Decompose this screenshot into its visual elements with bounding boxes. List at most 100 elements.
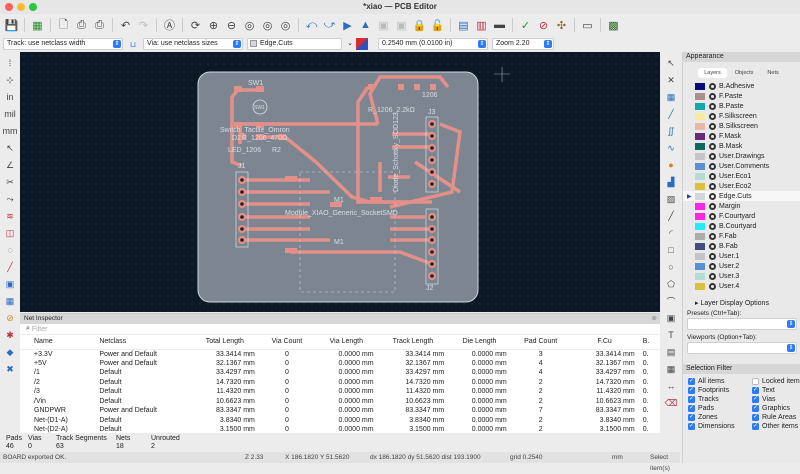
lock-icon[interactable]: 🔒	[412, 19, 427, 32]
track-outline-icon[interactable]: ╱	[7, 261, 13, 272]
layer-color-swatch[interactable]	[695, 192, 705, 200]
close-window-button[interactable]	[5, 3, 13, 11]
close-icon[interactable]: ⊗	[651, 315, 657, 322]
layer-color-swatch[interactable]	[695, 202, 705, 210]
polar-coords-icon[interactable]: ⊹	[6, 74, 14, 85]
eye-icon[interactable]	[709, 82, 716, 90]
add-image-icon[interactable]: ▣	[666, 312, 676, 323]
filter-checkbox[interactable]: ✓Graphics	[752, 404, 800, 413]
ungroup-icon[interactable]: ▣	[396, 19, 407, 32]
tab-nets[interactable]: Nets	[767, 70, 779, 76]
route-diff-pair-icon[interactable]: ∬	[667, 125, 675, 136]
column-header[interactable]: Pad Count	[510, 335, 571, 350]
layer-color-swatch[interactable]	[695, 222, 705, 230]
track-width-select[interactable]: Track: use netclass width⇕	[3, 38, 123, 50]
rotate-ccw-icon[interactable]: ⤺	[305, 18, 318, 31]
layer-row[interactable]: F.Paste	[683, 91, 800, 101]
zoom-in-icon[interactable]: ⊕	[208, 19, 219, 32]
footprint-library-icon[interactable]: ▥	[476, 19, 487, 32]
layer-color-swatch[interactable]	[695, 142, 705, 150]
print-icon[interactable]: ⎙	[77, 18, 86, 31]
filter-checkbox[interactable]: ✓Zones	[688, 413, 752, 422]
ratsnest-icon[interactable]: ✂	[6, 176, 14, 187]
layer-color-swatch[interactable]	[695, 212, 705, 220]
find-icon[interactable]: Ⓐ	[164, 20, 175, 32]
layer-color-swatch[interactable]	[695, 272, 705, 280]
layer-row[interactable]: Margin	[683, 201, 800, 211]
rotate-cw-icon[interactable]: ⤻	[323, 18, 336, 31]
filter-checkbox[interactable]: ✓Rule Areas	[752, 413, 800, 422]
grid-toggle-icon[interactable]: ⁞	[8, 58, 12, 68]
layer-row[interactable]: B.Paste	[683, 101, 800, 111]
eye-icon[interactable]	[709, 272, 716, 280]
layer-row[interactable]: User.Eco2	[683, 181, 800, 191]
add-table-icon[interactable]: ▦	[666, 363, 676, 374]
layer-color-swatch[interactable]	[695, 152, 705, 160]
checkbox-icon[interactable]: ✓	[688, 414, 695, 421]
filter-checkbox[interactable]: ✓All items	[688, 377, 752, 386]
layer-color-swatch[interactable]	[695, 122, 705, 130]
layer-row[interactable]: B.Courtyard	[683, 221, 800, 231]
checkbox-icon[interactable]: ✓	[688, 423, 695, 430]
layer-row[interactable]: F.Courtyard	[683, 211, 800, 221]
layer-pair-icon[interactable]	[356, 38, 368, 50]
eye-icon[interactable]	[709, 202, 716, 210]
mirror-v-icon[interactable]: ▲	[360, 19, 371, 31]
checkbox-icon[interactable]: ✓	[752, 405, 759, 412]
route-track-icon[interactable]: ╱	[668, 108, 674, 119]
angle-icon[interactable]: ∠	[5, 159, 15, 170]
eye-icon[interactable]	[709, 142, 716, 150]
pad-outline-icon[interactable]: ◫	[5, 227, 15, 238]
netcolor-icon[interactable]: ✱	[6, 329, 14, 340]
footprint-editor-icon[interactable]: ▬	[494, 19, 505, 31]
draw-arc-icon[interactable]: ◜	[669, 227, 673, 238]
layer-row[interactable]: User.1	[683, 251, 800, 261]
eye-icon[interactable]	[709, 152, 716, 160]
checkbox-icon[interactable]: ✓	[688, 387, 695, 394]
group-icon[interactable]: ▣	[378, 19, 389, 32]
eye-icon[interactable]	[709, 192, 716, 200]
page-settings-icon[interactable]: 🗋	[59, 18, 68, 31]
filter-input[interactable]: ⌕ Filter	[20, 324, 660, 335]
add-via-icon[interactable]: ●	[668, 160, 674, 170]
layer-color-swatch[interactable]	[695, 92, 705, 100]
high-contrast-icon[interactable]: ▣	[5, 278, 15, 289]
board-setup-icon[interactable]: ▦	[32, 19, 43, 32]
layer-row[interactable]: F.Mask	[683, 131, 800, 141]
plot-icon[interactable]: ⎙	[95, 18, 104, 31]
zoom-selection-icon[interactable]: ◎	[280, 19, 291, 32]
filter-checkbox[interactable]: ✓Text	[752, 386, 800, 395]
undo-icon[interactable]: ↶	[120, 19, 131, 32]
column-header[interactable]: Track Length	[377, 335, 449, 350]
eye-icon[interactable]	[709, 232, 716, 240]
redo-icon[interactable]: ↷	[138, 19, 149, 32]
column-header[interactable]: Netclass	[95, 335, 191, 350]
layer-row[interactable]: User.4	[683, 281, 800, 291]
zoom-objects-icon[interactable]: ◎	[262, 19, 273, 32]
add-zone-icon[interactable]: ▟	[667, 176, 675, 187]
layer-color-swatch[interactable]	[695, 262, 705, 270]
layer-color-swatch[interactable]	[695, 242, 705, 250]
3d-viewer-icon[interactable]: ▩	[608, 19, 619, 32]
layer-row[interactable]: User.Drawings	[683, 151, 800, 161]
layer-display-options[interactable]: ▸ Layer Display Options	[695, 300, 769, 307]
column-header[interactable]: Via Count	[258, 335, 316, 350]
column-header[interactable]: B.	[638, 335, 660, 350]
eye-icon[interactable]	[709, 262, 716, 270]
cursor-icon[interactable]: ↖	[6, 142, 14, 153]
layer-color-swatch[interactable]	[695, 282, 705, 290]
draw-circle-icon[interactable]: ○	[668, 262, 674, 272]
zoom-select[interactable]: Zoom 2.20⇕	[492, 38, 554, 50]
via-outline-icon[interactable]: ◌	[7, 245, 13, 255]
zone-fill-icon[interactable]: ≋	[6, 210, 14, 221]
tab-objects[interactable]: Objects	[734, 70, 754, 76]
eye-icon[interactable]	[709, 162, 716, 170]
layer-row[interactable]: B.Mask	[683, 141, 800, 151]
eye-icon[interactable]	[709, 212, 716, 220]
